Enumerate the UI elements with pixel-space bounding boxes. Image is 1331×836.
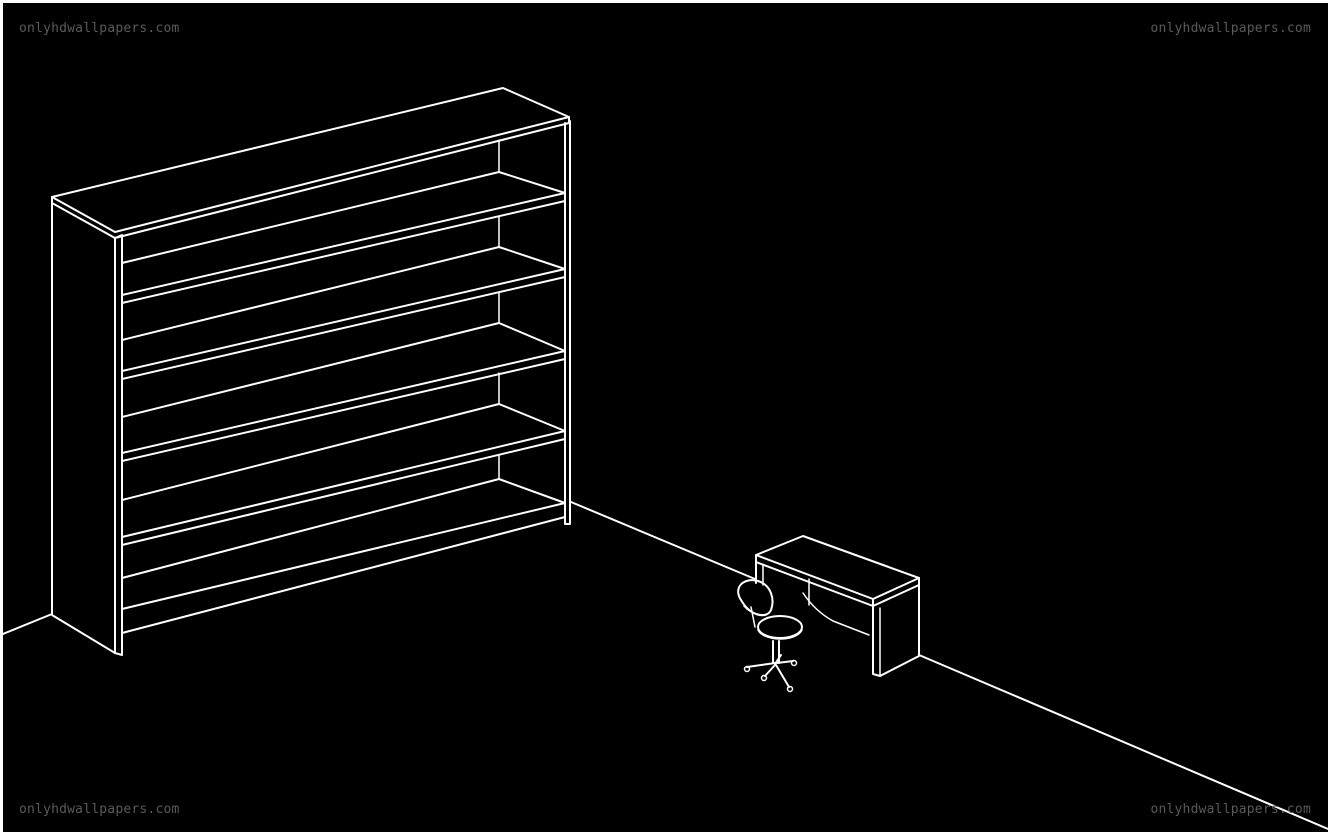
- desk-modesty-panel: [802, 592, 870, 636]
- office-chair: [737, 579, 803, 693]
- wallpaper-canvas: onlyhdwallpapers.com onlyhdwallpapers.co…: [3, 3, 1328, 832]
- room-line-drawing: [3, 87, 1328, 830]
- watermark-bottom-left: onlyhdwallpapers.com: [19, 802, 180, 817]
- shelf-5-edge: [121, 502, 566, 634]
- wall-floor-edge-right: [918, 654, 1328, 830]
- bookshelf: [51, 87, 571, 656]
- watermark-bottom-right: onlyhdwallpapers.com: [1150, 802, 1311, 817]
- chair-caster-1: [743, 665, 751, 673]
- wall-floor-edge-mid: [570, 501, 756, 580]
- shelf-3-edge: [121, 350, 566, 462]
- chair-leg-4: [764, 664, 776, 677]
- left-floor-edge: [3, 613, 53, 635]
- chair-caster-2: [790, 659, 798, 667]
- bookshelf-front-right-post: [564, 120, 571, 525]
- watermark-top-left: onlyhdwallpapers.com: [19, 21, 180, 36]
- chair-backrest-rim: [743, 605, 770, 616]
- chair-back-support: [750, 606, 756, 628]
- chair-caster-3: [786, 685, 794, 693]
- desk: [755, 535, 920, 677]
- chair-backrest: [737, 579, 774, 617]
- chair-leg-5: [774, 654, 782, 665]
- bookshelf-left-side: [51, 202, 116, 654]
- room-edges: [3, 501, 1328, 830]
- shelf-2-edge: [121, 268, 566, 380]
- chair-leg-3: [775, 664, 790, 688]
- bookshelf-front-left-post: [114, 234, 123, 656]
- chair-leg-2: [776, 660, 794, 664]
- desk-top-front-edge: [755, 554, 874, 607]
- shelf-1-edge: [121, 192, 566, 304]
- chair-seat: [757, 615, 803, 639]
- shelf-5: [121, 478, 566, 610]
- watermark-top-right: onlyhdwallpapers.com: [1150, 21, 1311, 36]
- desk-top: [755, 535, 920, 600]
- chair-leg-1: [746, 662, 776, 668]
- chair-seat-edge: [757, 629, 803, 640]
- chair-caster-4: [760, 674, 768, 682]
- shelf-4-edge: [121, 430, 566, 546]
